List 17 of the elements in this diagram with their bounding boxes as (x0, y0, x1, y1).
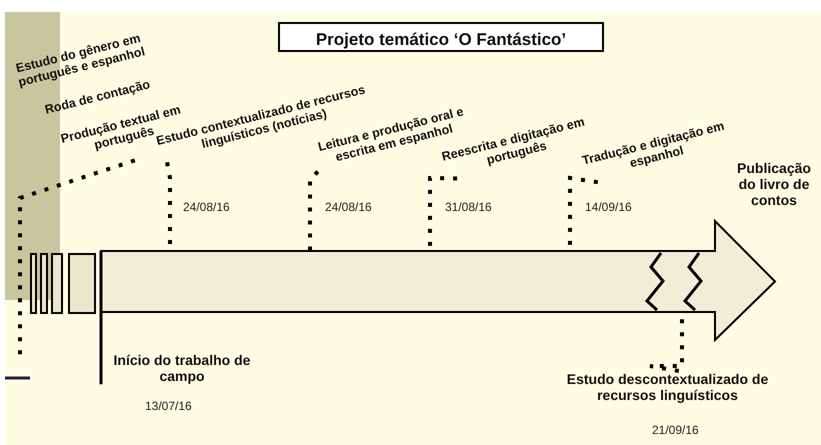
title-box: Projeto temático ‘O Fantástico’ (278, 22, 604, 52)
marker-line (100, 251, 102, 384)
block (68, 253, 96, 314)
block (30, 253, 37, 314)
date-label: 13/07/16 (145, 399, 192, 413)
date-label: 24/08/16 (325, 200, 372, 214)
milestone-label: Início do trabalho de campo (101, 352, 251, 384)
leader-line (308, 170, 320, 251)
timeline-arrow (101, 221, 777, 341)
date-label: 31/08/16 (445, 200, 492, 214)
block (51, 253, 63, 314)
date-label: 21/09/16 (652, 423, 699, 437)
activity-label: Estudo descontextualizado de recursos linguísticos (555, 371, 780, 404)
date-label: 24/08/16 (183, 200, 230, 214)
block (40, 253, 48, 314)
outcome-label: Publicação do livro de contos (728, 160, 820, 208)
date-label: 14/09/16 (585, 200, 632, 214)
